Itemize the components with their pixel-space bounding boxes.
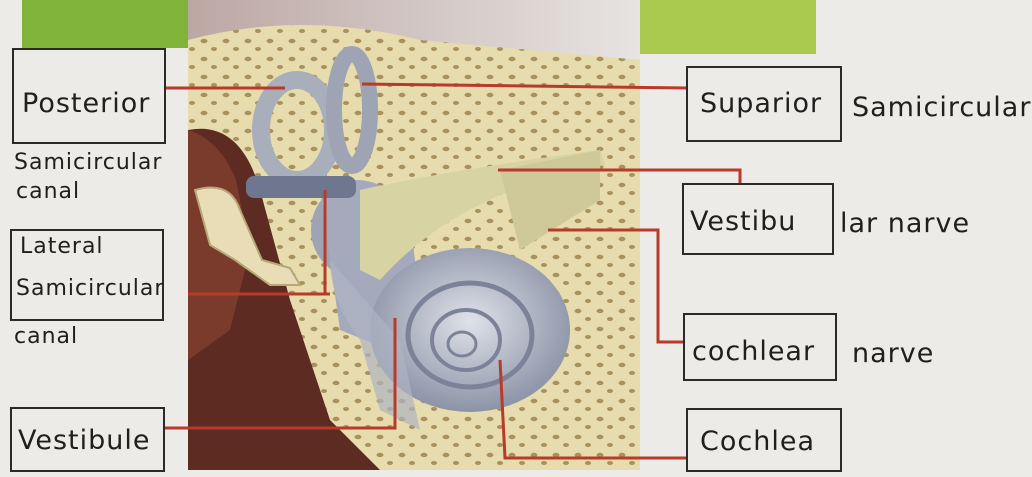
cochlear-nerve-label-b: narve [852, 338, 934, 369]
vestibular-label-b: lar narve [840, 208, 970, 239]
superior-label: Suparior [700, 88, 822, 119]
vestibule-label: Vestibule [18, 425, 151, 456]
cochlear-nerve-label-a: cochlear [692, 336, 815, 367]
posterior-sub2: canal [16, 179, 80, 204]
cochlea-label: Cochlea [700, 426, 815, 457]
vestibular-label-a: Vestibu [690, 206, 796, 237]
superior-sub: Samicircular [852, 92, 1031, 123]
lateral-sub1: Samicircular [16, 276, 164, 301]
posterior-label: Posterior [22, 88, 150, 119]
lateral-label: Lateral [20, 234, 104, 259]
posterior-sub1: Samicircular [14, 150, 162, 175]
lateral-sub2: canal [14, 324, 78, 349]
